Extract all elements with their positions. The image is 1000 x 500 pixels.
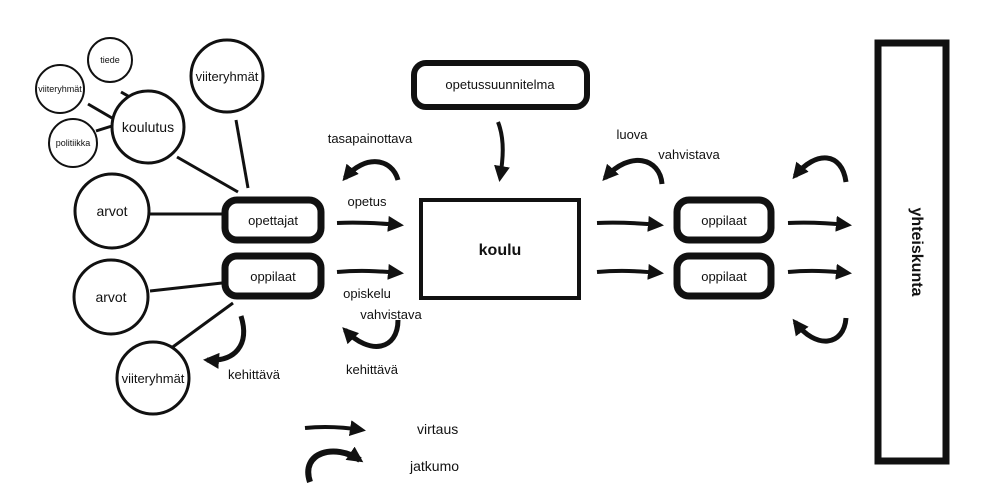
box-oppilaat-right-top-label: oppilaat xyxy=(701,213,747,228)
box-yhteiskunta: yhteiskunta xyxy=(874,39,950,465)
circle-tiede: tiede xyxy=(87,37,133,83)
label-vahvistava-right: vahvistava xyxy=(658,147,720,162)
box-opetussuunnitelma: opetussuunnitelma xyxy=(411,60,590,110)
line-viiteryhmat-opettajat xyxy=(234,119,250,189)
curved-arrows xyxy=(203,155,849,369)
legend-jatkumo-arrow xyxy=(305,446,364,483)
curved-arrow-yhteiskunta-top xyxy=(792,155,849,183)
curved-arrow-yhteiskunta-bottom xyxy=(792,317,849,344)
label-luova: luova xyxy=(616,127,648,142)
label-opetus: opetus xyxy=(347,194,387,209)
circle-arvot-top-label: arvot xyxy=(96,203,127,219)
line-politiikka-koulutus xyxy=(95,124,113,133)
arrow-oppilaat-yhteiskunta-top xyxy=(787,215,852,232)
label-vahvistava-left: vahvistava xyxy=(360,307,422,322)
circle-viiteryhmat-top: viiteryhmät xyxy=(189,38,265,114)
arrow-oppilaat-yhteiskunta-bottom xyxy=(787,263,852,280)
curved-arrow-vahvistava-left xyxy=(342,319,401,349)
box-oppilaat-right-bottom: oppilaat xyxy=(673,252,775,300)
circle-viiteryhmat-bottom: viiteryhmät xyxy=(115,340,191,416)
legend-jatkumo-label: jatkumo xyxy=(409,458,459,474)
line-viiteryhmat-koulutus xyxy=(87,102,113,120)
curved-arrow-tasapainottava xyxy=(342,159,401,182)
circle-viiteryhmat-top-label: viiteryhmät xyxy=(196,69,259,84)
box-oppilaat-right-top: oppilaat xyxy=(673,196,775,244)
circle-arvot-bottom: arvot xyxy=(72,258,150,336)
label-kehittava-left: kehittävä xyxy=(228,367,281,382)
circle-viiteryhmat-bottom-label: viiteryhmät xyxy=(122,371,185,386)
flow-arrows xyxy=(336,121,852,280)
circle-viiteryhmat-small-label: viiteryhmät xyxy=(38,84,82,94)
circle-politiikka: politiikka xyxy=(48,118,98,168)
box-oppilaat-right-bottom-label: oppilaat xyxy=(701,269,747,284)
legend: virtaus jatkumo xyxy=(304,420,459,483)
circle-koulutus-label: koulutus xyxy=(122,119,174,135)
circle-arvot-bottom-label: arvot xyxy=(95,289,126,305)
circle-tiede-label: tiede xyxy=(100,55,120,65)
circle-politiikka-label: politiikka xyxy=(56,138,91,148)
circle-arvot-top: arvot xyxy=(73,172,151,250)
box-opetussuunnitelma-label: opetussuunnitelma xyxy=(445,77,555,92)
arrow-koulu-oppilaat-top xyxy=(596,215,664,232)
circle-viiteryhmat-small: viiteryhmät xyxy=(35,64,85,114)
box-oppilaat-left: oppilaat xyxy=(221,252,325,300)
arrow-labels: tasapainottava opetus opiskelu vahvistav… xyxy=(228,127,721,382)
line-koulutus-opettajat xyxy=(176,155,239,194)
arrow-opiskelu xyxy=(336,263,404,280)
box-koulu-label: koulu xyxy=(479,242,522,259)
legend-virtaus-label: virtaus xyxy=(417,421,458,437)
box-oppilaat-left-label: oppilaat xyxy=(250,269,296,284)
line-arvot-oppilaat xyxy=(149,281,223,293)
curved-arrow-luova xyxy=(602,158,665,185)
legend-virtaus-arrow xyxy=(304,420,366,437)
box-opettajat: opettajat xyxy=(221,196,325,244)
arrow-opetussuunnitelma-koulu xyxy=(494,121,510,182)
box-opettajat-label: opettajat xyxy=(248,213,298,228)
label-opiskelu: opiskelu xyxy=(343,286,391,301)
label-tasapainottava: tasapainottava xyxy=(328,131,413,146)
circle-koulutus: koulutus xyxy=(110,89,186,165)
box-koulu: koulu xyxy=(419,198,581,300)
connector-lines xyxy=(87,90,250,351)
line-oppilaat-viiteryhmat xyxy=(169,301,234,351)
curved-arrow-kehittava-left xyxy=(203,315,247,369)
box-yhteiskunta-label: yhteiskunta xyxy=(908,208,925,297)
label-kehittava-mid: kehittävä xyxy=(346,362,399,377)
arrow-opetus xyxy=(336,215,404,232)
arrow-koulu-oppilaat-bottom xyxy=(596,263,664,280)
